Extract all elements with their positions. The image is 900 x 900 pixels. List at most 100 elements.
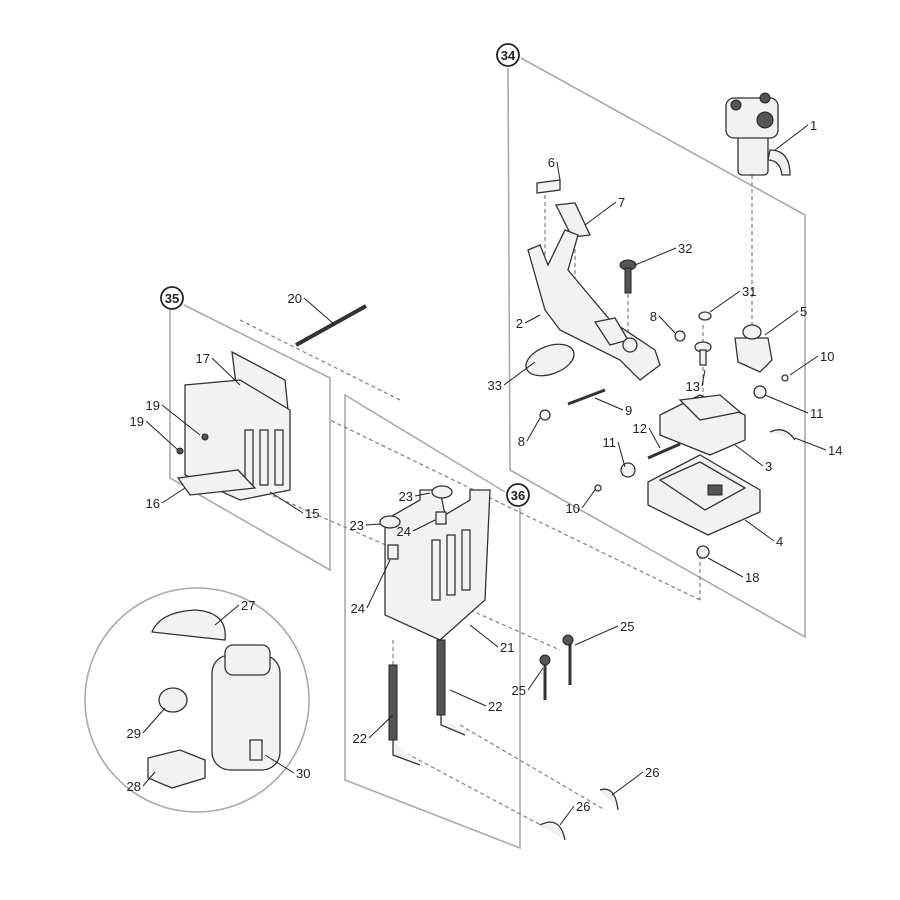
part-label-2: 2 [516, 316, 523, 331]
leader-line [764, 310, 799, 336]
part-label-25: 25 [512, 683, 526, 698]
part-2-arm [527, 229, 661, 381]
leader-line [365, 523, 381, 526]
part-label-21: 21 [500, 640, 514, 655]
part-5-knob [734, 324, 773, 373]
accessory-circle [84, 587, 310, 813]
part-label-11: 11 [603, 435, 617, 450]
part-label-6: 6 [548, 155, 555, 170]
part-label-29: 29 [127, 726, 141, 741]
part-30-cover [211, 644, 281, 771]
part-label-24: 24 [397, 524, 411, 539]
leader-line [524, 314, 541, 324]
leader-line [581, 489, 596, 509]
part-11-washer [620, 385, 767, 478]
part-label-30: 30 [296, 766, 310, 781]
leader-line [503, 361, 536, 386]
part-label-26: 26 [645, 765, 659, 780]
part-label-4: 4 [776, 534, 783, 549]
part-1-valve [725, 92, 791, 176]
leader-line [574, 625, 619, 646]
part-label-23: 23 [350, 518, 364, 533]
part-23-grommet [379, 485, 453, 529]
part-8-nut [539, 330, 686, 421]
part-label-9: 9 [625, 403, 632, 418]
leader-line [526, 417, 541, 442]
part-13-pin [694, 341, 712, 366]
leader-line [145, 420, 179, 451]
part-label-19: 19 [146, 398, 160, 413]
part-label-32: 32 [678, 241, 692, 256]
part-22-spring [388, 639, 466, 766]
leader-line [469, 624, 499, 648]
leader-line [414, 492, 431, 497]
leader-line [764, 394, 809, 414]
leader-line [559, 805, 575, 826]
part-label-16: 16 [146, 496, 160, 511]
part-label-19: 19 [130, 414, 144, 429]
part-28-block [147, 749, 206, 789]
part-label-20: 20 [288, 291, 302, 306]
part-label-27: 27 [241, 598, 255, 613]
leader-line [709, 290, 741, 313]
group-callout-label: 34 [501, 48, 516, 63]
leader-line [412, 519, 436, 532]
part-label-31: 31 [742, 284, 756, 299]
leader-line [556, 161, 561, 181]
leader-line [269, 491, 304, 514]
part-24-bushing [387, 511, 447, 560]
leader-line [617, 441, 626, 468]
part-26-clip [539, 788, 619, 841]
part-label-12: 12 [633, 421, 647, 436]
part-label-13: 13 [686, 379, 700, 394]
part-20-bolt [295, 304, 367, 347]
group-box-36 [344, 393, 521, 850]
part-label-22: 22 [488, 699, 502, 714]
part-10-screw [594, 374, 789, 492]
part-label-26: 26 [576, 799, 590, 814]
part-label-8: 8 [650, 309, 657, 324]
part-label-14: 14 [828, 443, 842, 458]
part-label-11: 11 [810, 406, 824, 421]
part-12-rod [647, 442, 681, 460]
part-label-10: 10 [566, 501, 580, 516]
part-label-17: 17 [196, 351, 210, 366]
leader-line [211, 357, 241, 386]
leader-line [701, 369, 706, 387]
leader-line [584, 201, 617, 226]
part-3-base [659, 394, 746, 456]
part-9-rod [567, 388, 606, 406]
part-4-holder [647, 454, 761, 536]
part-label-7: 7 [618, 195, 625, 210]
group-box-35 [169, 304, 331, 572]
part-label-5: 5 [800, 304, 807, 319]
part-15-bracket [184, 379, 291, 501]
part-18-nut [696, 545, 710, 559]
group-box-34 [507, 57, 806, 639]
part-label-8: 8 [518, 434, 525, 449]
leader-line [527, 667, 544, 691]
part-21-bracket [384, 489, 491, 641]
part-7-strip [554, 202, 591, 238]
part-label-23: 23 [399, 489, 413, 504]
leader-line [789, 355, 819, 376]
leader-line [142, 771, 156, 787]
part-29-ring [158, 687, 188, 713]
leader-line [214, 604, 240, 626]
part-19-screw [176, 433, 209, 455]
part-27-cap [151, 609, 226, 641]
part-label-3: 3 [765, 459, 772, 474]
leader-line [707, 557, 744, 578]
leader-line [648, 427, 661, 449]
leader-line [734, 444, 764, 467]
group-callout-label: 35 [165, 291, 179, 306]
leader-line [161, 487, 186, 504]
leader-line [594, 397, 624, 411]
leader-line [658, 315, 676, 334]
leader-line [794, 437, 827, 451]
part-label-15: 15 [305, 506, 319, 521]
part-label-24: 24 [351, 601, 365, 616]
